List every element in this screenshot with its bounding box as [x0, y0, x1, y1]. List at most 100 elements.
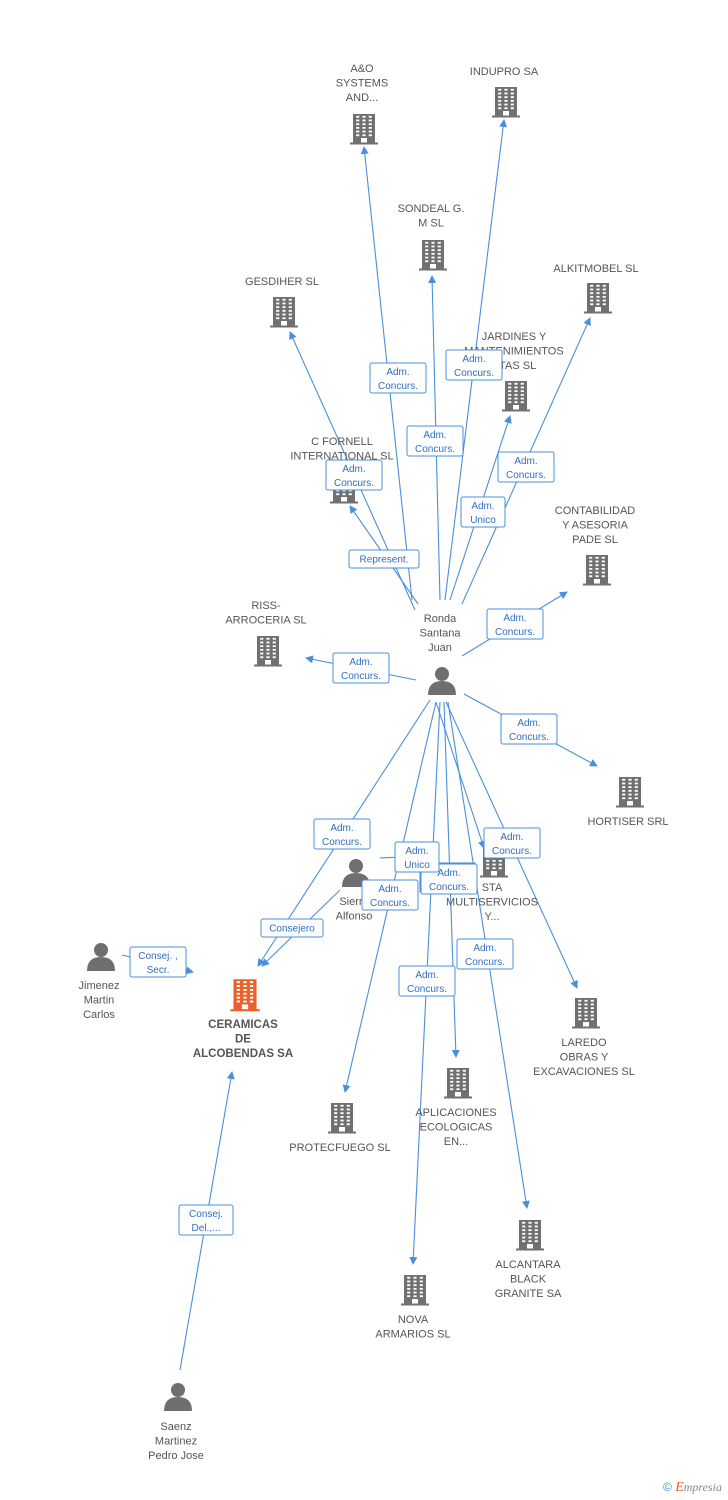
edge-label-text: Adm.	[415, 970, 438, 981]
building-icon	[502, 381, 530, 412]
edge-label-text: Consej. ,	[138, 951, 177, 962]
edge-label-text: Adm.	[471, 501, 494, 512]
node-laredo[interactable]: LAREDO OBRAS Y EXCAVACIONES SL	[533, 998, 635, 1078]
person-icon	[87, 943, 115, 971]
node-label: RISS-	[251, 600, 281, 612]
brand-name: mpresia	[683, 1480, 722, 1494]
node-protecfuego[interactable]: PROTECFUEGO SL	[289, 1103, 391, 1154]
node-label: C FORNELL	[311, 436, 373, 448]
node-label: INDUPRO SA	[470, 66, 539, 78]
node-label: DE	[235, 1034, 251, 1046]
edge-label-ronda-gesdiher[interactable]: Adm. Concurs.	[325, 459, 383, 491]
node-label: PROTECFUEGO SL	[289, 1142, 390, 1154]
node-indupro[interactable]: INDUPRO SA	[470, 66, 539, 118]
edge-label-text: Concurs.	[407, 984, 447, 995]
footer-brand: © Empresia	[663, 1480, 722, 1496]
edge-label-sierra-multiservicios[interactable]: Adm.Unico	[394, 841, 440, 873]
node-label: JARDINES Y	[482, 331, 547, 343]
edge-label-sierra-ceramicas[interactable]: Consejero	[260, 918, 324, 938]
edge-label-ronda-jardines[interactable]: Adm.Unico	[460, 496, 506, 528]
node-label: EXCAVACIONES SL	[533, 1066, 635, 1078]
node-riss[interactable]: RISS-ARROCERIA SL	[225, 600, 307, 667]
edge-label-jimenez-ceramicas[interactable]: Consej. , Secr.	[129, 946, 187, 978]
edge-label-ronda-indupro[interactable]: Adm.Concurs.	[445, 349, 503, 381]
building-icon	[444, 1068, 472, 1099]
node-label: LAREDO	[561, 1037, 607, 1049]
edge-label-text: Adm.	[473, 943, 496, 954]
building-icon	[401, 1275, 429, 1306]
node-aplicaciones[interactable]: APLICACIONESECOLOGICASEN...	[415, 1068, 497, 1148]
edge-label-text: Consej.	[189, 1209, 223, 1220]
edge-label-text: Adm.	[386, 367, 409, 378]
building-icon	[350, 114, 378, 145]
edge-label-ronda-protecfuego[interactable]: Adm.Concurs.	[361, 879, 419, 911]
edge-label-text: Concurs.	[506, 470, 546, 481]
building-icon	[584, 283, 612, 314]
edge-label-ronda-hortiser[interactable]: Adm.Concurs.	[500, 713, 558, 745]
edge-label-text: Adm.	[500, 832, 523, 843]
node-label: CONTABILIDAD	[555, 505, 636, 517]
edge-label-text: Adm.	[423, 430, 446, 441]
edge-label-text: Concurs.	[495, 627, 535, 638]
building-icon	[419, 240, 447, 271]
edge-label-ronda-ao[interactable]: Adm.Concurs.	[369, 362, 427, 394]
copyright-symbol: ©	[663, 1480, 672, 1494]
edge-label-ronda-riss[interactable]: Adm.Concurs.	[332, 652, 390, 684]
node-ao[interactable]: A&O SYSTEMS AND...	[336, 63, 389, 145]
edge-label-text: Concurs.	[492, 846, 532, 857]
edge-label-ronda-nova[interactable]: Adm. Concurs.	[398, 965, 456, 997]
edge-label-text: Secr.	[147, 965, 170, 976]
edge-label-text: Adm.	[514, 456, 537, 467]
edge-label-text: Adm.	[349, 657, 372, 668]
node-label: EN...	[444, 1136, 468, 1148]
node-label: AND...	[346, 92, 378, 104]
person-icon	[164, 1383, 192, 1411]
edge-label-text: Concurs.	[334, 478, 374, 489]
node-sondeal[interactable]: SONDEAL G.M SL	[398, 203, 465, 271]
node-label: SYSTEMS	[336, 78, 389, 90]
edge-label-ronda-ceramicas[interactable]: Adm.Concurs.	[313, 818, 371, 850]
edge-label-text: Adm.	[342, 464, 365, 475]
edge-label-text: Del.,...	[192, 1223, 221, 1234]
node-label: Jimenez	[79, 980, 120, 992]
node-label: ETAS SL	[492, 360, 536, 372]
node-label: A&O	[350, 63, 374, 75]
node-label: ALCANTARA	[495, 1259, 561, 1271]
node-label: Martin	[84, 995, 115, 1007]
node-label: ALCOBENDAS SA	[193, 1048, 293, 1060]
edge-label-ronda-laredo[interactable]: Adm. Concurs.	[483, 827, 541, 859]
building-icon	[270, 297, 298, 328]
edge-label-ronda-alcantara[interactable]: Adm.Concurs.	[456, 938, 514, 970]
building-icon	[492, 87, 520, 118]
edge-label-text: Unico	[404, 860, 430, 871]
node-label: HORTISER SRL	[587, 816, 668, 828]
node-label: STA	[482, 882, 503, 894]
node-alkitmobel[interactable]: ALKITMOBEL SL	[553, 263, 639, 314]
node-label: ALKITMOBEL SL	[553, 263, 638, 275]
edge-label-ronda-alkitmobel[interactable]: Adm. Concurs.	[497, 451, 555, 483]
node-label: M SL	[418, 218, 444, 230]
edge-label-ronda-sondeal[interactable]: Adm.Concurs.	[406, 425, 464, 457]
node-label: Martinez	[155, 1436, 197, 1448]
edge-label-ronda-contabilidad[interactable]: Adm. Concurs.	[486, 608, 544, 640]
edge-label-text: Concurs.	[322, 837, 362, 848]
node-label: OBRAS Y	[560, 1052, 609, 1064]
edge-label-ronda-cfornell[interactable]: Represent.	[348, 549, 420, 569]
building-icon	[583, 555, 611, 586]
edges-layer	[121, 119, 598, 1371]
node-label: GRANITE SA	[495, 1288, 562, 1300]
edge-label-saenz-ceramicas[interactable]: Consej. Del.,...	[178, 1204, 234, 1236]
edge-label-text: Adm.	[462, 354, 485, 365]
node-hortiser[interactable]: HORTISER SRL	[587, 777, 669, 828]
node-gesdiher[interactable]: GESDIHER SL	[245, 276, 319, 328]
node-label: Y...	[484, 911, 499, 923]
edge-label-text: Adm.	[503, 613, 526, 624]
